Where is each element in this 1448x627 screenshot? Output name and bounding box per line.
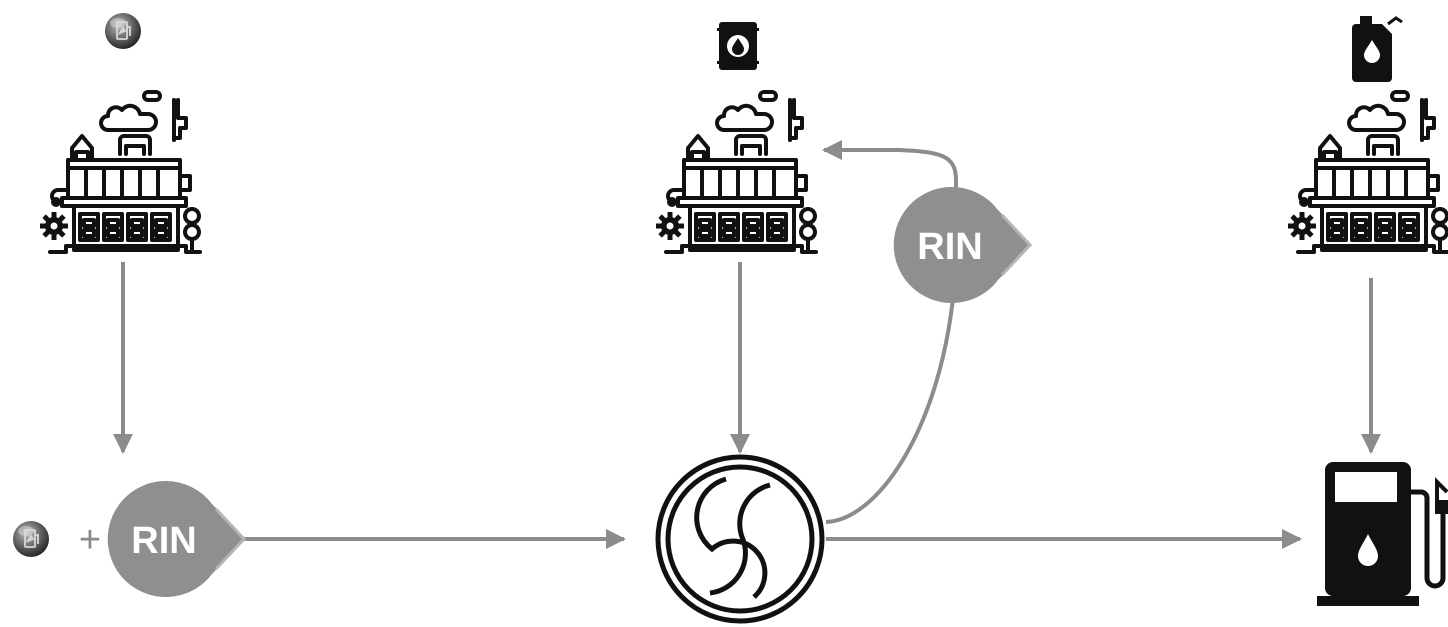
rin-badge-input: RIN xyxy=(108,481,246,597)
refinery-right-icon xyxy=(1288,92,1448,252)
rin-badge-label: RIN xyxy=(131,520,196,562)
blender-swirl-icon xyxy=(658,457,822,621)
oil-barrel-icon xyxy=(717,22,759,70)
rin-badge-return: RIN xyxy=(894,187,1032,303)
refinery-middle-icon xyxy=(656,92,816,252)
biofuel-orb-icon xyxy=(105,13,141,49)
plus-sign: + xyxy=(79,519,101,561)
flow-arrows xyxy=(123,150,1371,539)
biofuel-orb-icon xyxy=(13,521,49,557)
fuel-jerrycan-icon xyxy=(1352,16,1402,82)
fuel-pump-icon xyxy=(1317,462,1448,606)
rin-badge-label: RIN xyxy=(917,226,982,268)
refinery-left-icon xyxy=(40,92,200,252)
